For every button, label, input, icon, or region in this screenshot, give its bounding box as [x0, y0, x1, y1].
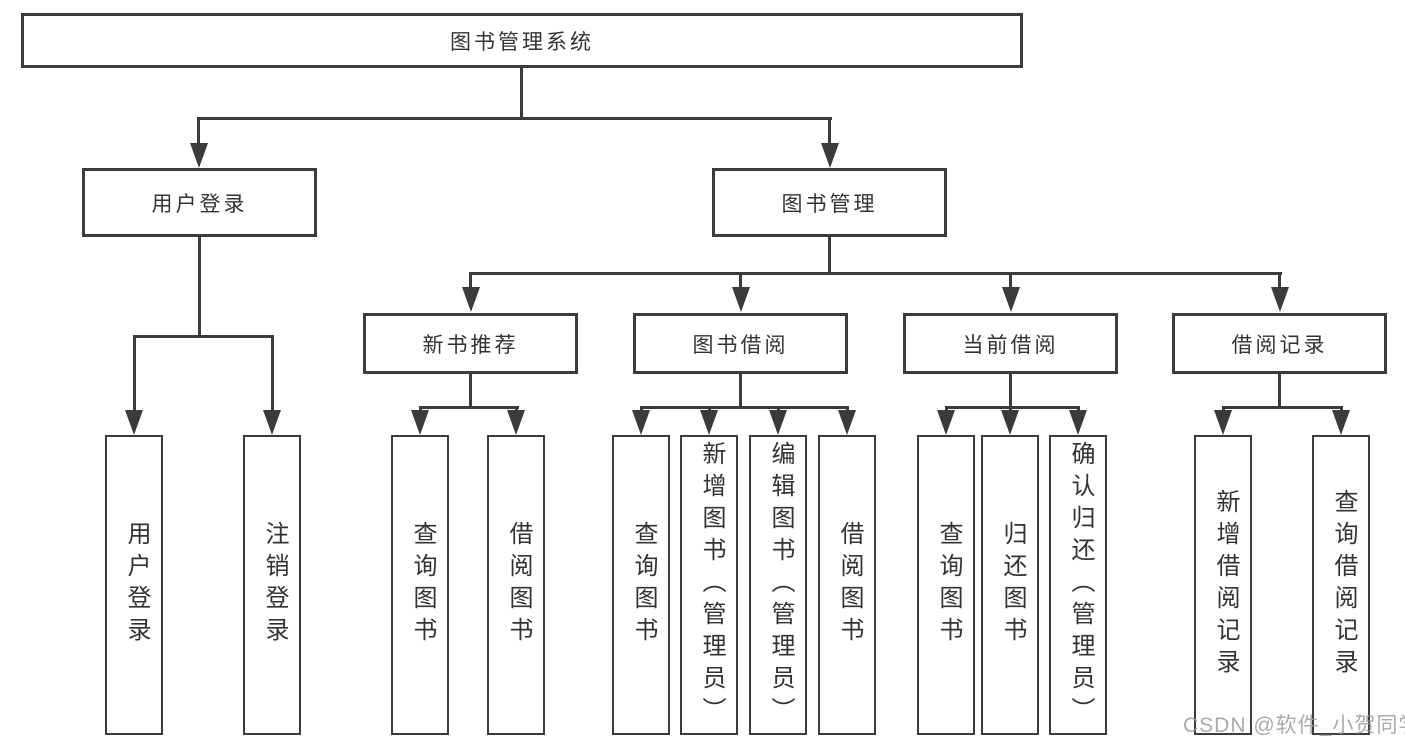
- connector-drop: [133, 335, 136, 412]
- leaf-confirm-return-admin: 确认归还（管理员）: [1049, 435, 1107, 735]
- connector-borrowing-hline: [640, 406, 848, 409]
- leaf-borrow-books-recommend: 借阅图书: [487, 435, 545, 735]
- leaf-query-borrow-record: 查询借阅记录: [1312, 435, 1370, 735]
- arrow-down-icon: [1332, 410, 1350, 435]
- leaf-add-books-admin: 新增图书（管理员）: [680, 435, 738, 735]
- arrow-down-icon: [1069, 410, 1087, 435]
- arrow-down-icon: [732, 287, 750, 312]
- arrow-down-icon: [838, 410, 856, 435]
- arrow-down-icon: [125, 410, 143, 435]
- node-book-management: 图书管理: [712, 168, 947, 237]
- connector-l2-right-drop: [828, 117, 831, 147]
- leaf-add-borrow-record: 新增借阅记录: [1194, 435, 1252, 735]
- connector-user-login-hline: [133, 335, 274, 338]
- connector-drop: [469, 272, 472, 289]
- arrow-down-icon: [462, 287, 480, 312]
- arrow-down-icon: [821, 143, 839, 168]
- connector-borrowing-stem: [739, 373, 742, 408]
- arrow-down-icon: [411, 410, 429, 435]
- connector-drop: [1009, 272, 1012, 289]
- leaf-query-books-recommend: 查询图书: [391, 435, 449, 735]
- connector-l1-hline: [197, 117, 832, 120]
- connector-l2-left-drop: [197, 117, 200, 147]
- arrow-down-icon: [1271, 287, 1289, 312]
- leaf-edit-books-admin: 编辑图书（管理员）: [749, 435, 807, 735]
- arrow-down-icon: [263, 410, 281, 435]
- node-borrowing-records: 借阅记录: [1172, 313, 1387, 374]
- connector-drop: [271, 335, 274, 412]
- connector-recommend-hline: [419, 406, 519, 409]
- node-new-book-recommend: 新书推荐: [363, 313, 578, 374]
- leaf-return-books: 归还图书: [981, 435, 1039, 735]
- connector-records-stem: [1278, 373, 1281, 408]
- leaf-user-login: 用户登录: [105, 435, 163, 735]
- connector-current-hline: [945, 406, 1079, 409]
- connector-drop: [739, 272, 742, 289]
- connector-records-hline: [1222, 406, 1342, 409]
- leaf-query-books-current: 查询图书: [917, 435, 975, 735]
- arrow-down-icon: [700, 410, 718, 435]
- node-root-library-management-system: 图书管理系统: [21, 13, 1023, 68]
- leaf-query-books-borrow: 查询图书: [612, 435, 670, 735]
- node-user-login: 用户登录: [82, 168, 317, 237]
- connector-l3-hline: [469, 272, 1282, 275]
- arrow-down-icon: [769, 410, 787, 435]
- connector-recommend-stem: [469, 373, 472, 408]
- arrow-down-icon: [190, 143, 208, 168]
- connector-current-stem: [1009, 373, 1012, 408]
- node-current-borrowing: 当前借阅: [903, 313, 1118, 374]
- node-book-borrowing: 图书借阅: [633, 313, 848, 374]
- arrow-down-icon: [1002, 287, 1020, 312]
- connector-root-stem: [520, 67, 523, 119]
- csdn-watermark: CSDN @软件_小贺同学: [1183, 714, 1405, 737]
- arrow-down-icon: [937, 410, 955, 435]
- arrow-down-icon: [1214, 410, 1232, 435]
- arrow-down-icon: [507, 410, 525, 435]
- connector-drop: [1278, 272, 1281, 289]
- connector-user-login-stem: [198, 235, 201, 336]
- connector-book-mgmt-stem: [828, 235, 831, 274]
- leaf-borrow-books: 借阅图书: [818, 435, 876, 735]
- arrow-down-icon: [632, 410, 650, 435]
- arrow-down-icon: [1001, 410, 1019, 435]
- leaf-logout: 注销登录: [243, 435, 301, 735]
